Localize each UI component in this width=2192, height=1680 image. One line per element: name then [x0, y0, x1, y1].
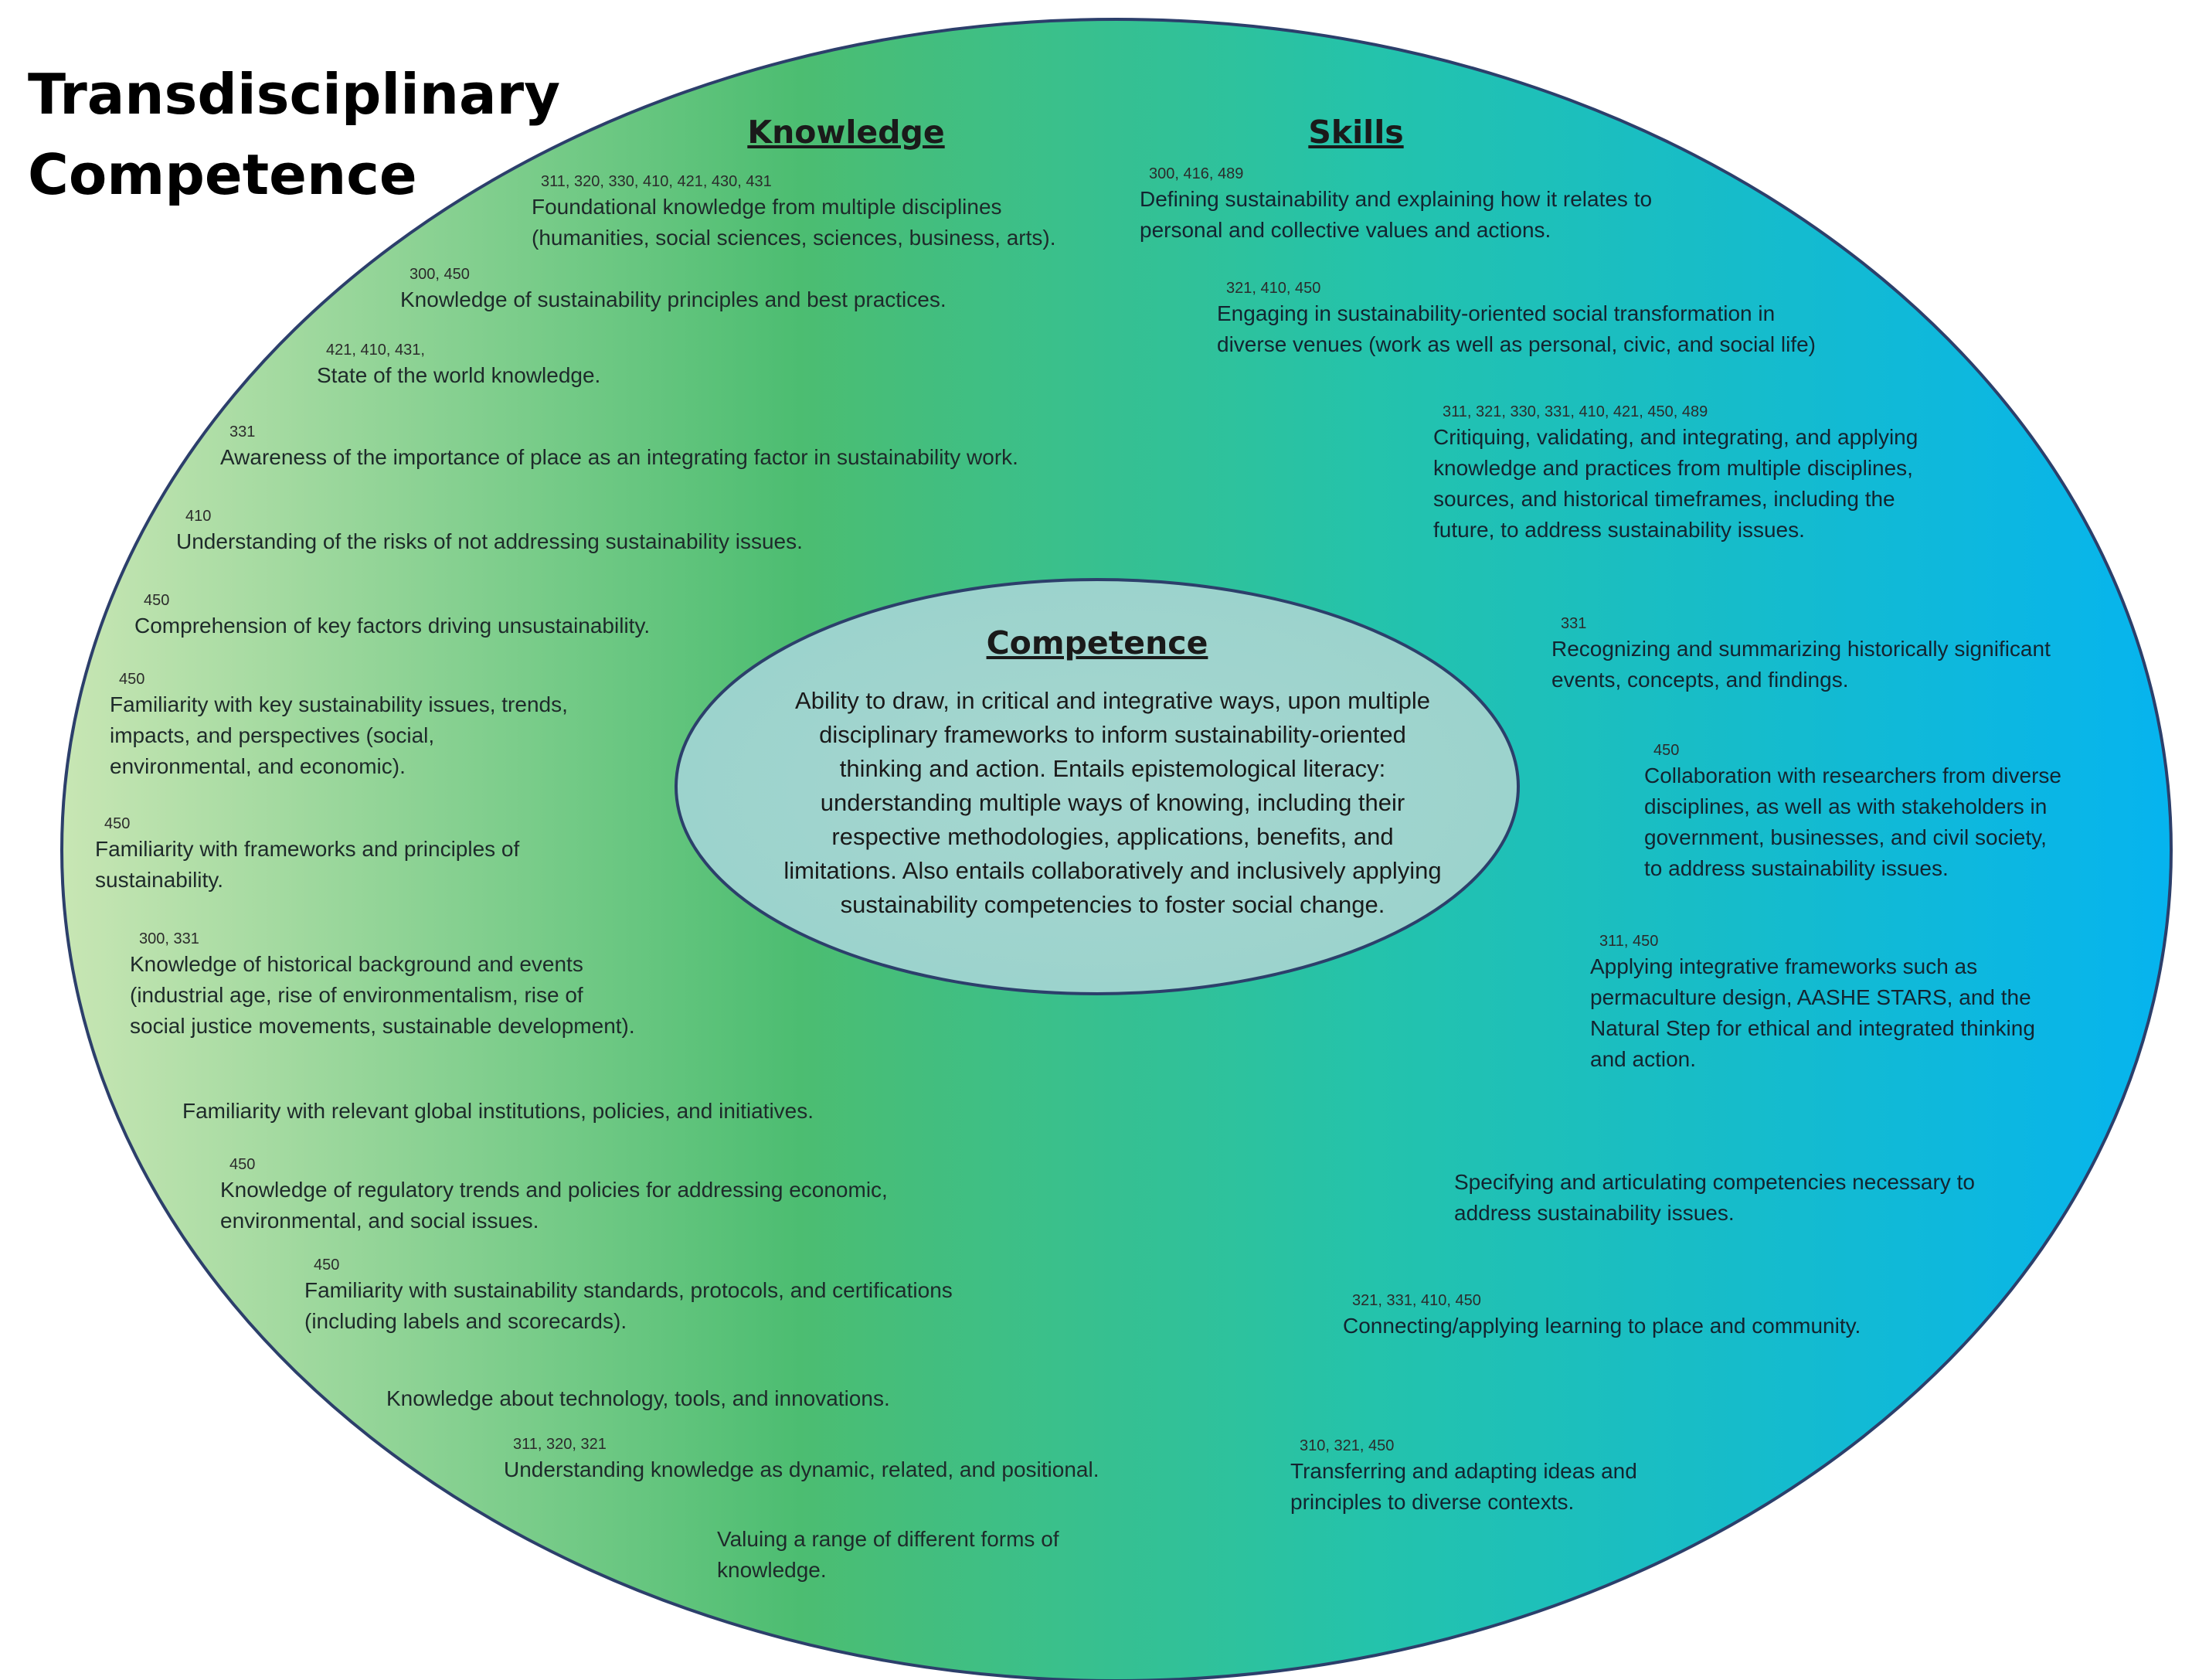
item-text: Critiquing, validating, and integrating,…: [1433, 425, 1918, 542]
course-codes: 421, 410, 431,: [326, 342, 425, 359]
knowledge-item: 450 Knowledge of regulatory trends and p…: [220, 1155, 888, 1236]
course-codes: 450: [1653, 742, 1680, 759]
item-text: Valuing a range of different forms of kn…: [717, 1527, 1059, 1582]
knowledge-item: 450 Familiarity with sustainability stan…: [304, 1255, 953, 1337]
item-text: Engaging in sustainability-oriented soci…: [1217, 301, 1816, 356]
knowledge-item: 311, 320, 330, 410, 421, 430, 431 Founda…: [532, 172, 1056, 253]
course-codes: 310, 321, 450: [1300, 1437, 1395, 1454]
item-text: Awareness of the importance of place as …: [220, 445, 1018, 469]
course-codes: 450: [104, 815, 131, 832]
item-text: Comprehension of key factors driving uns…: [134, 614, 651, 638]
knowledge-item: 450 Familiarity with frameworks and prin…: [95, 814, 519, 896]
knowledge-item: 300, 331 Knowledge of historical backgro…: [130, 929, 635, 1042]
course-codes: 450: [144, 592, 170, 609]
knowledge-item: 450 Comprehension of key factors driving…: [134, 590, 650, 641]
competence-description: Ability to draw, in critical and integra…: [783, 687, 1442, 918]
item-text: Foundational knowledge from multiple dis…: [532, 195, 1056, 250]
course-codes: 331: [1561, 615, 1587, 632]
competence-heading: Competence: [986, 624, 1208, 661]
item-text: Recognizing and summarizing historically…: [1551, 637, 2051, 692]
course-codes: 311, 450: [1599, 933, 1659, 950]
item-text: Collaboration with researchers from dive…: [1644, 763, 2061, 880]
skills-item: 311, 450 Applying integrative frameworks…: [1590, 931, 2035, 1075]
item-text: Familiarity with frameworks and principl…: [95, 837, 520, 892]
item-text: Connecting/applying learning to place an…: [1343, 1314, 1861, 1338]
skills-item: 310, 321, 450 Transferring and adapting …: [1290, 1436, 1637, 1518]
item-text: Applying integrative frameworks such as …: [1590, 954, 2035, 1071]
skills-item: 321, 410, 450 Engaging in sustainability…: [1217, 278, 1816, 360]
knowledge-item: 300, 450 Knowledge of sustainability pri…: [400, 264, 946, 315]
item-text: Defining sustainability and explaining h…: [1140, 187, 1653, 242]
skills-item: Specifying and articulating competencies…: [1454, 1167, 1975, 1229]
knowledge-item: Knowledge about technology, tools, and i…: [386, 1383, 890, 1414]
skills-item: 300, 416, 489 Defining sustainability an…: [1140, 164, 1652, 246]
knowledge-item: Valuing a range of different forms of kn…: [717, 1524, 1059, 1586]
knowledge-item: Familiarity with relevant global institu…: [182, 1096, 814, 1127]
item-text: Transferring and adapting ideas and prin…: [1290, 1459, 1637, 1514]
course-codes: 300, 416, 489: [1149, 165, 1244, 182]
course-codes: 321, 331, 410, 450: [1352, 1292, 1481, 1309]
course-codes: 321, 410, 450: [1226, 280, 1321, 297]
knowledge-item: 331 Awareness of the importance of place…: [220, 422, 1018, 473]
knowledge-heading: Knowledge: [747, 114, 945, 151]
item-text: Familiarity with relevant global institu…: [182, 1099, 814, 1123]
knowledge-item: 311, 320, 321 Understanding knowledge as…: [504, 1434, 1099, 1485]
item-text: Knowledge of historical background and e…: [130, 952, 635, 1038]
item-text: Familiarity with key sustainability issu…: [110, 692, 568, 778]
course-codes: 331: [229, 423, 256, 440]
course-codes: 410: [185, 508, 212, 525]
course-codes: 311, 320, 330, 410, 421, 430, 431: [541, 173, 772, 190]
skills-heading: Skills: [1308, 114, 1404, 151]
course-codes: 450: [314, 1257, 340, 1274]
skills-item: 311, 321, 330, 331, 410, 421, 450, 489 C…: [1433, 402, 1918, 546]
item-text: Knowledge of sustainability principles a…: [400, 287, 946, 311]
item-text: Specifying and articulating competencies…: [1454, 1170, 1975, 1225]
item-text: Knowledge about technology, tools, and i…: [386, 1386, 890, 1410]
course-codes: 300, 331: [139, 930, 199, 947]
item-text: Understanding knowledge as dynamic, rela…: [504, 1457, 1099, 1481]
course-codes: 300, 450: [410, 266, 470, 283]
course-codes: 450: [119, 671, 145, 688]
knowledge-item: 450 Familiarity with key sustainability …: [110, 669, 568, 782]
item-text: Knowledge of regulatory trends and polic…: [220, 1178, 888, 1233]
item-text: Familiarity with sustainability standard…: [304, 1278, 953, 1333]
skills-item: 331 Recognizing and summarizing historic…: [1551, 614, 2051, 695]
diagram-title: Transdisciplinary Competence: [28, 62, 561, 207]
item-text: Understanding of the risks of not addres…: [176, 529, 803, 553]
knowledge-item: 421, 410, 431, State of the world knowle…: [317, 340, 600, 391]
knowledge-item: 410 Understanding of the risks of not ad…: [176, 506, 803, 557]
course-codes: 450: [229, 1156, 256, 1173]
course-codes: 311, 320, 321: [513, 1436, 607, 1453]
skills-item: 321, 331, 410, 450 Connecting/applying l…: [1343, 1291, 1861, 1342]
competence-ellipse: [675, 578, 1520, 995]
skills-item: 450 Collaboration with researchers from …: [1644, 740, 2061, 884]
item-text: State of the world knowledge.: [317, 363, 601, 387]
course-codes: 311, 321, 330, 331, 410, 421, 450, 489: [1443, 403, 1708, 420]
